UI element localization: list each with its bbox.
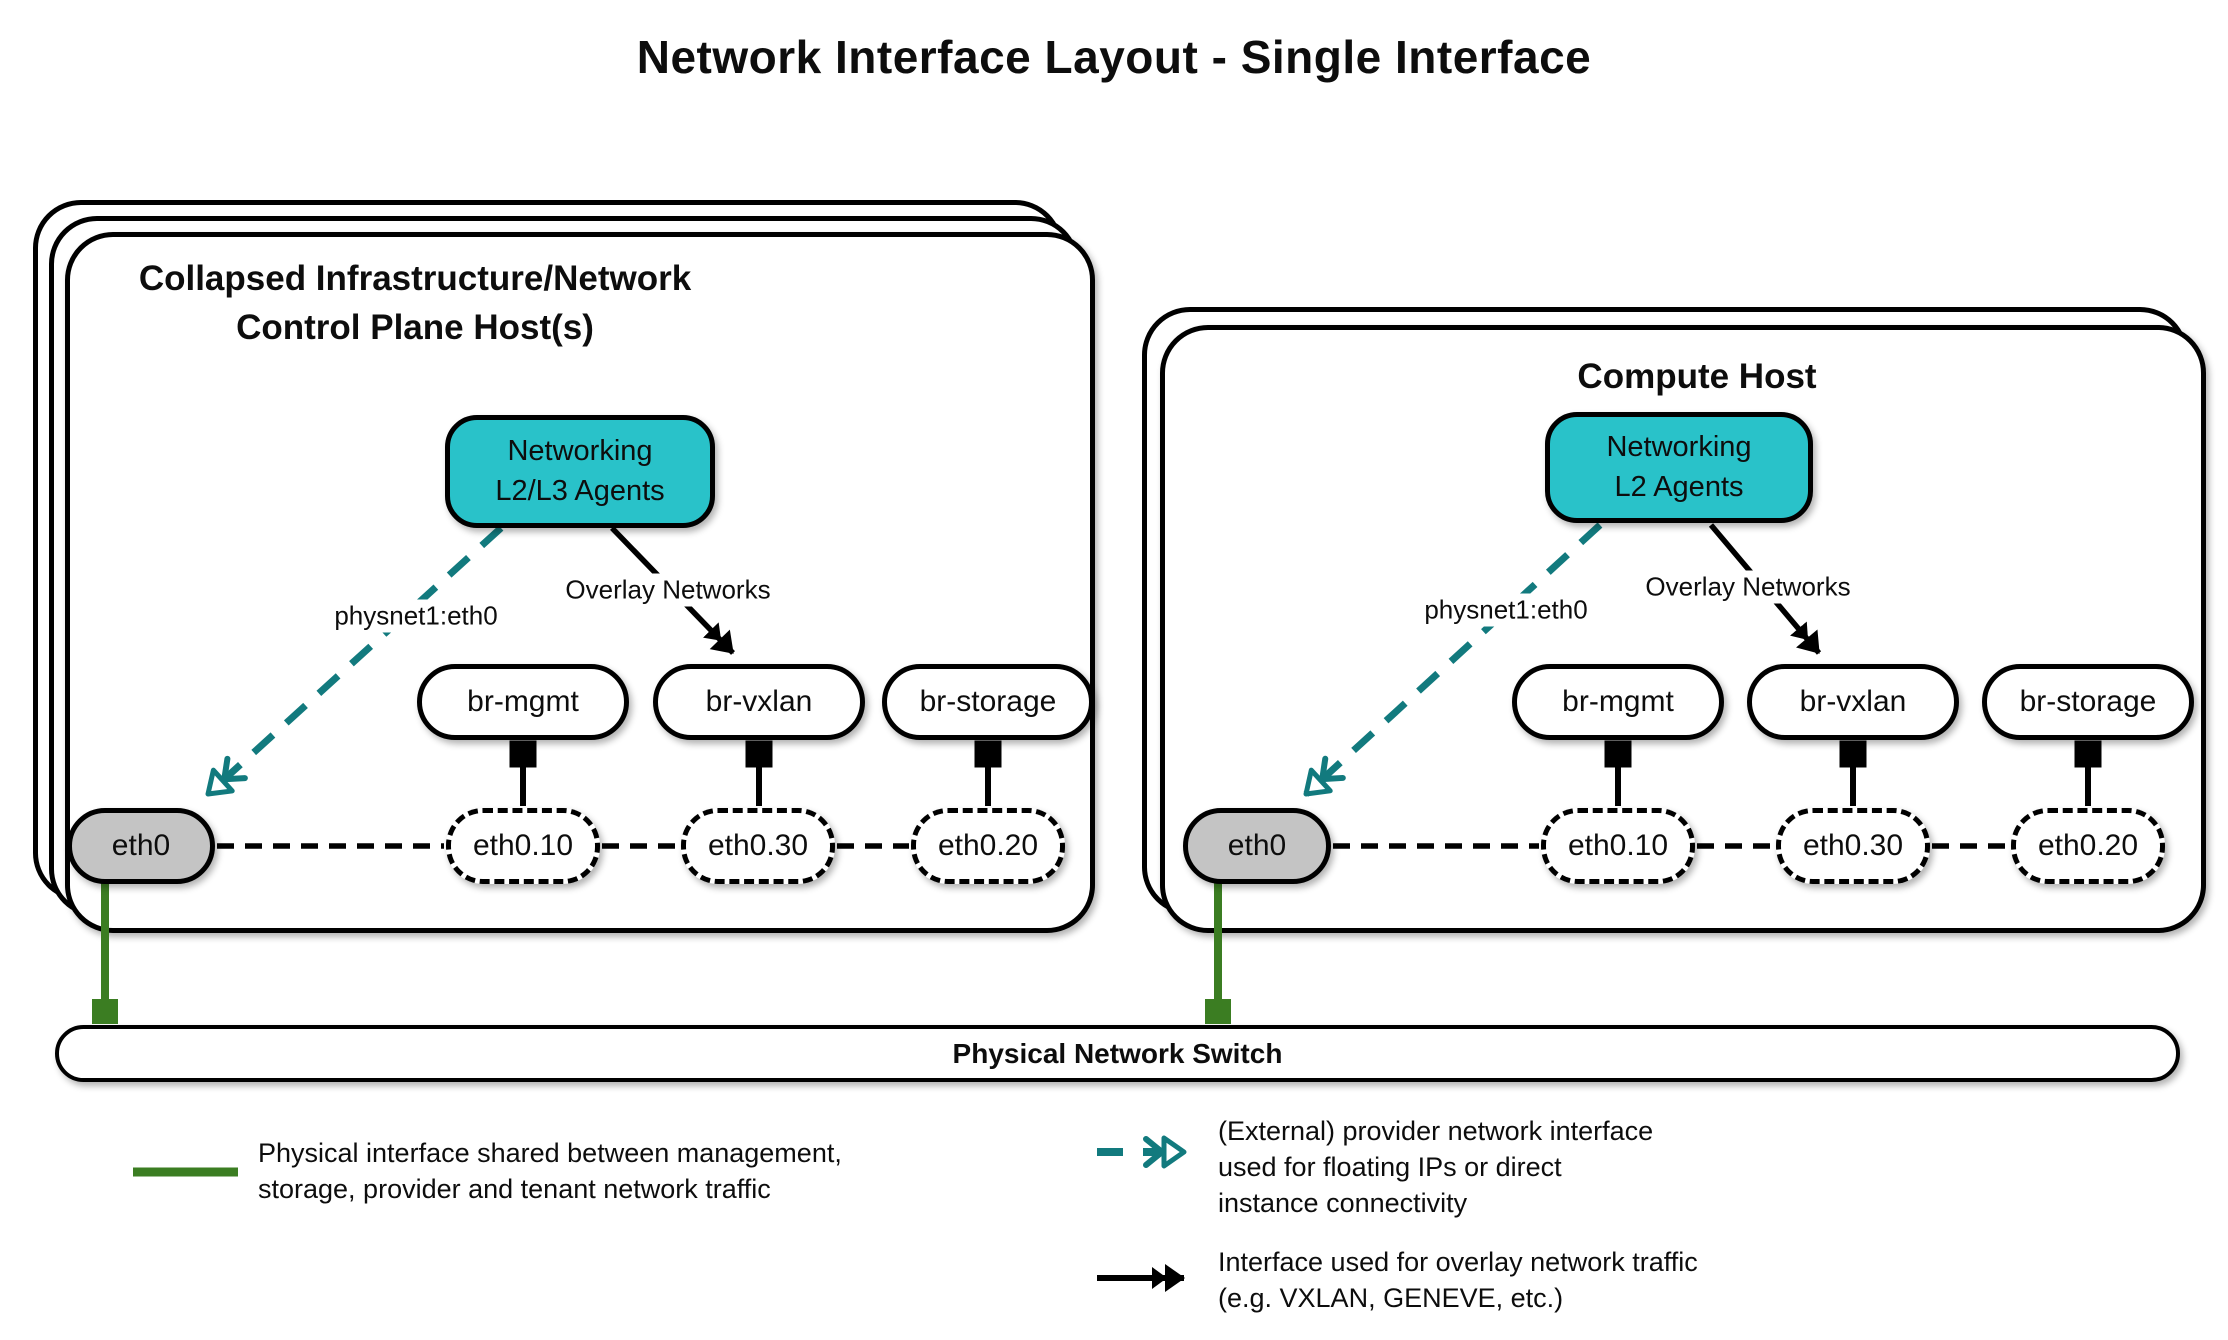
left-networking-agents-node: Networking L2/L3 Agents <box>445 415 715 528</box>
legend-overlay-text: Interface used for overlay network traff… <box>1218 1247 1698 1313</box>
left-bridge-br-vxlan: br-vxlan <box>653 664 865 740</box>
left-bridge-br-storage: br-storage <box>882 664 1094 740</box>
right-interface-eth0-10: eth0.10 <box>1541 808 1695 884</box>
right-networking-agents-node: Networking L2 Agents <box>1545 412 1813 523</box>
page-title: Network Interface Layout - Single Interf… <box>636 31 1592 83</box>
left-provider-arrow-label: physnet1:eth0 <box>330 599 502 633</box>
left-interface-eth0-10: eth0.10 <box>446 808 600 884</box>
right-bridge-br-vxlan: br-vxlan <box>1747 664 1959 740</box>
control-plane-host-title: Collapsed Infrastructure/Network Control… <box>138 259 692 347</box>
left-bridge-br-mgmt: br-mgmt <box>417 664 629 740</box>
left-interface-eth0: eth0 <box>67 808 215 884</box>
right-provider-arrow-label: physnet1:eth0 <box>1420 593 1592 627</box>
right-interface-eth0: eth0 <box>1183 808 1331 884</box>
left-overlay-arrow-label: Overlay Networks <box>561 573 775 607</box>
right-overlay-arrow-label: Overlay Networks <box>1641 570 1855 604</box>
right-interface-eth0-30: eth0.30 <box>1776 808 1930 884</box>
physical-network-switch-label: Physical Network Switch <box>952 1037 1283 1069</box>
right-bridge-br-mgmt: br-mgmt <box>1512 664 1724 740</box>
right-interface-eth0-20: eth0.20 <box>2011 808 2165 884</box>
left-interface-eth0-20: eth0.20 <box>911 808 1065 884</box>
physical-network-switch: Physical Network Switch <box>55 1025 2180 1082</box>
legend-physical-text: Physical interface shared between manage… <box>258 1138 842 1204</box>
left-interface-eth0-30: eth0.30 <box>681 808 835 884</box>
legend-provider-text: (External) provider network interface us… <box>1218 1116 1654 1218</box>
compute-host-title: Compute Host <box>1577 357 1817 396</box>
right-bridge-br-storage: br-storage <box>1982 664 2194 740</box>
